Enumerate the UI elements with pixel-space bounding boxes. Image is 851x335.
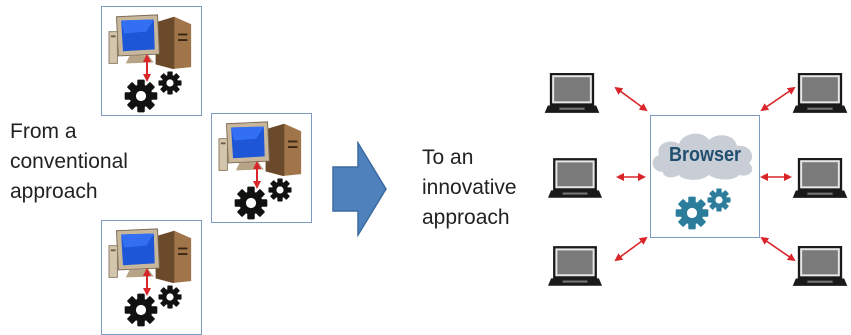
laptop-icon: [792, 246, 848, 288]
server-box-bottom: [101, 220, 202, 335]
laptop-icon: [792, 73, 848, 115]
laptop-icon: [544, 73, 600, 115]
left-caption: From a conventional approach: [10, 117, 128, 207]
right-caption: To an innovative approach: [422, 143, 517, 233]
browser-label: Browser: [668, 144, 742, 166]
link-arrow: [253, 161, 261, 189]
gears-icon: [124, 285, 182, 327]
laptop-icon: [548, 158, 602, 200]
server-box-middle: [211, 113, 312, 223]
left-caption-line-1: From a: [10, 120, 77, 143]
arrow-bottom-right: [760, 236, 796, 262]
laptop-icon: [792, 158, 848, 200]
gears-icon: [675, 188, 731, 230]
laptop-icon: [548, 246, 602, 288]
browser-box: Browser: [650, 115, 760, 238]
server-box-top: [101, 6, 202, 116]
arrow-top-right: [760, 86, 796, 112]
link-arrow: [143, 54, 151, 82]
flow-arrow-icon: [332, 141, 387, 237]
left-caption-line-3: approach: [10, 180, 98, 203]
gears-icon: [124, 71, 182, 113]
connection-arrows: [614, 86, 796, 262]
gears-icon: [234, 178, 292, 220]
right-caption-line-2: innovative: [422, 176, 517, 199]
arrow-top-left: [614, 86, 648, 112]
arrow-bottom-left: [614, 236, 648, 262]
link-arrow: [143, 268, 151, 296]
right-caption-line-3: approach: [422, 206, 510, 229]
right-caption-line-1: To an: [422, 146, 474, 169]
cloud-icon: [652, 133, 753, 180]
left-caption-line-2: conventional: [10, 150, 128, 173]
